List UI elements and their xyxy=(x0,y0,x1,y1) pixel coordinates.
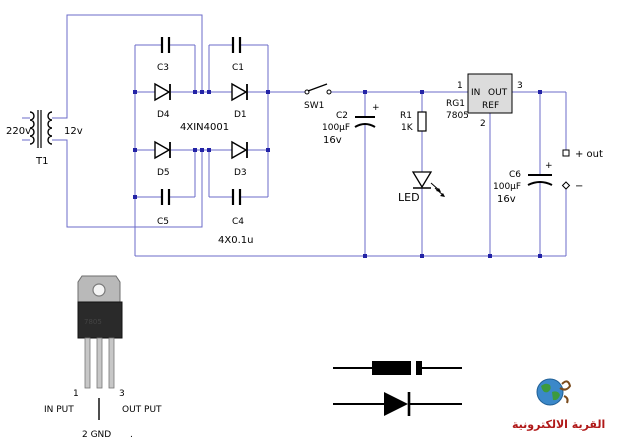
sw1-label: SW1 xyxy=(304,101,324,111)
globe-icon xyxy=(536,378,564,406)
capacitor-c2: + C2 100μF 16v xyxy=(322,103,380,146)
diode-symbol-illustration xyxy=(333,392,462,416)
transformer-secondary-label: 12v xyxy=(64,126,83,137)
c2-plus: + xyxy=(372,103,380,113)
output-terminals: + out − xyxy=(561,149,603,192)
capacitor-c6: + C6 100μF 16v xyxy=(493,161,553,205)
resistor-r1: R1 1K xyxy=(400,111,427,133)
capacitor-c3: C3 xyxy=(157,37,171,73)
diode-d3: D3 xyxy=(231,140,248,178)
pin1-number: 1 xyxy=(73,389,79,399)
site-logo: القرية الالكترونية xyxy=(512,378,605,431)
capacitor-c4: C4 xyxy=(231,189,244,227)
d4-label: D4 xyxy=(157,110,170,120)
switch-sw1: SW1 xyxy=(304,83,332,111)
r1-value: 1K xyxy=(401,123,414,133)
pin3-number: 3 xyxy=(119,389,125,399)
bridge-caps-spec: 4X0.1u xyxy=(218,235,253,246)
c2-ref: C2 xyxy=(336,111,348,121)
capacitor-c5: C5 xyxy=(157,189,171,227)
regulator-ref: RG1 xyxy=(446,99,465,109)
diodes-spec: 4XIN4001 xyxy=(180,122,229,133)
c6-plus: + xyxy=(545,161,553,171)
output-minus-label: − xyxy=(575,181,583,192)
wire xyxy=(52,139,203,228)
transformer: 220v 12v T1 xyxy=(6,110,83,167)
led-label: LED xyxy=(398,191,420,204)
regulator-in-label: IN xyxy=(471,88,480,98)
package-marking: 7805 xyxy=(84,318,102,326)
wire xyxy=(52,14,203,119)
transformer-primary-label: 220v xyxy=(6,126,31,137)
regulator-pin2: 2 xyxy=(480,119,486,129)
diode-d1: D1 xyxy=(231,82,248,120)
c3-label: C3 xyxy=(157,63,169,73)
r1-ref: R1 xyxy=(400,111,412,121)
c6-voltage: 16v xyxy=(497,194,516,205)
transformer-ref-label: T1 xyxy=(35,156,48,167)
c2-value: 100μF xyxy=(322,123,350,133)
c1-label: C1 xyxy=(232,63,244,73)
junction-dots xyxy=(133,90,542,258)
d1-label: D1 xyxy=(234,110,247,120)
c6-ref: C6 xyxy=(509,170,521,180)
wires xyxy=(52,14,567,257)
to220-package-illustration: 7805 1 3 IN PUT OUT PUT 2 GND . xyxy=(44,275,162,440)
c6-value: 100μF xyxy=(493,182,521,192)
pin2-label: 2 GND xyxy=(82,430,111,440)
d5-label: D5 xyxy=(157,168,170,178)
c2-voltage: 16v xyxy=(323,135,342,146)
c4-label: C4 xyxy=(232,217,244,227)
output-plus-label: + out xyxy=(575,149,603,160)
regulator-ref-label: REF xyxy=(482,101,499,111)
regulator-pin3: 3 xyxy=(517,81,523,91)
logo-text: القرية الالكترونية xyxy=(512,418,605,431)
diode-physical-illustration xyxy=(333,361,462,375)
d3-label: D3 xyxy=(234,168,247,178)
c5-label: C5 xyxy=(157,217,169,227)
regulator-pin1: 1 xyxy=(457,81,463,91)
pin1-label: IN PUT xyxy=(44,405,74,415)
pin3-label: OUT PUT xyxy=(122,405,162,415)
capacitor-c1: C1 xyxy=(231,37,244,73)
regulator-out-label: OUT xyxy=(488,88,508,98)
svg-text:.: . xyxy=(130,430,133,440)
diode-d4: D4 xyxy=(154,82,171,120)
regulator-rg1: IN OUT REF 1 3 2 RG1 7805 xyxy=(446,73,523,129)
led: LED xyxy=(398,171,445,204)
diode-d5: D5 xyxy=(154,140,171,178)
regulator-part: 7805 xyxy=(446,111,469,121)
